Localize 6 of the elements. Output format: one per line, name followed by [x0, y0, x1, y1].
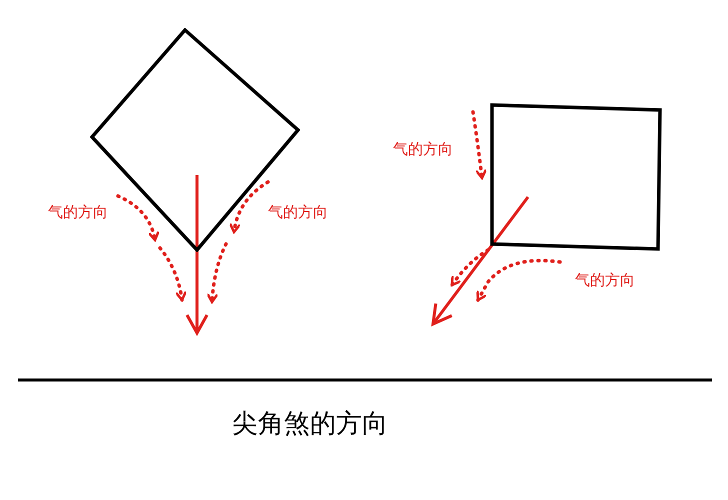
square-shape	[490, 103, 662, 251]
direction-label: 气的方向	[393, 140, 453, 158]
direction-label: 气的方向	[575, 271, 635, 289]
direction-label: 气的方向	[268, 203, 328, 221]
caption: 尖角煞的方向	[232, 408, 388, 441]
direction-label: 气的方向	[48, 203, 108, 221]
